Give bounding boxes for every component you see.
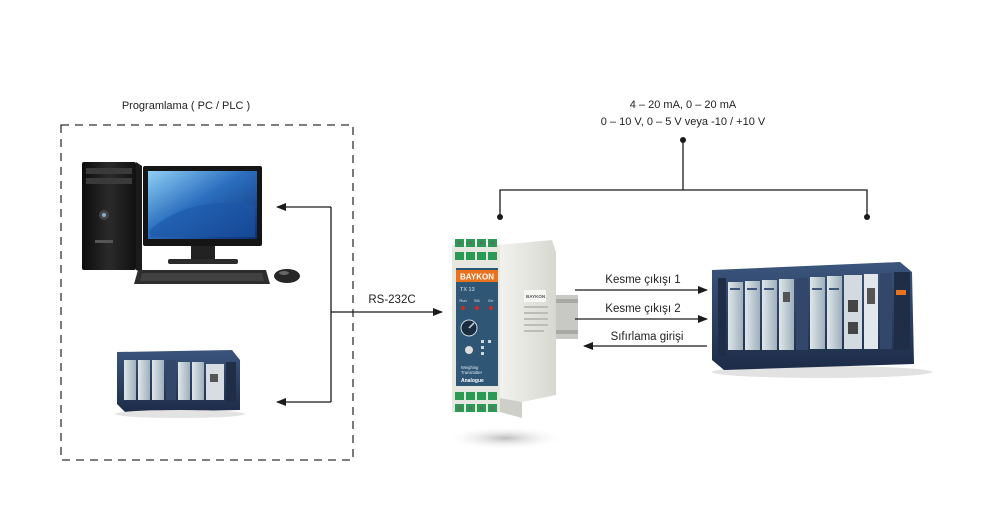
programming-group-box [60,124,354,461]
connection-lines [276,140,868,406]
analog-output-line1: 4 – 20 mA, 0 – 20 mA [630,99,737,111]
plc-terminal-dot [864,214,870,220]
transmitter-led-label-run: Run [459,298,466,303]
cut-output-2-label: Kesme çıkışı 2 [605,303,680,315]
desktop-pc-illustration [82,162,300,284]
transmitter-led-label-err: Err [488,298,494,303]
run-led-icon [461,306,465,310]
programming-group-title: Programlama ( PC / PLC ) [122,100,250,112]
reset-input-label: Sıfırlama girişi [611,331,684,343]
transmitter-caption-line2: Transmitter [461,370,483,375]
transmitter-led-label-st1: St1 [474,298,481,303]
side-label-brand: BAYKON [526,294,545,299]
trim-potentiometer-icon [465,346,473,354]
analog-output-line2: 0 – 10 V, 0 – 5 V veya -10 / +10 V [601,116,766,128]
transmitter-terminal-dot [497,214,503,220]
transmitter-model: TX 13 [460,287,475,293]
err-led-icon [489,306,493,310]
st1-led-icon [475,306,479,310]
transmitter-variant: Analogue [461,378,484,384]
transmitter-brand: BAYKON [460,273,494,282]
cut-output-1-label: Kesme çıkışı 1 [605,274,680,286]
transmitter-caption-line1: Weighing [461,365,479,370]
programming-plc-illustration [115,350,245,418]
rs232-label: RS-232C [368,294,415,306]
target-plc-illustration [712,262,932,378]
baykon-transmitter-illustration: BAYKON TX 13 Run St1 Err Weighing Transm… [445,239,578,450]
analog-junction-dot [680,137,686,143]
